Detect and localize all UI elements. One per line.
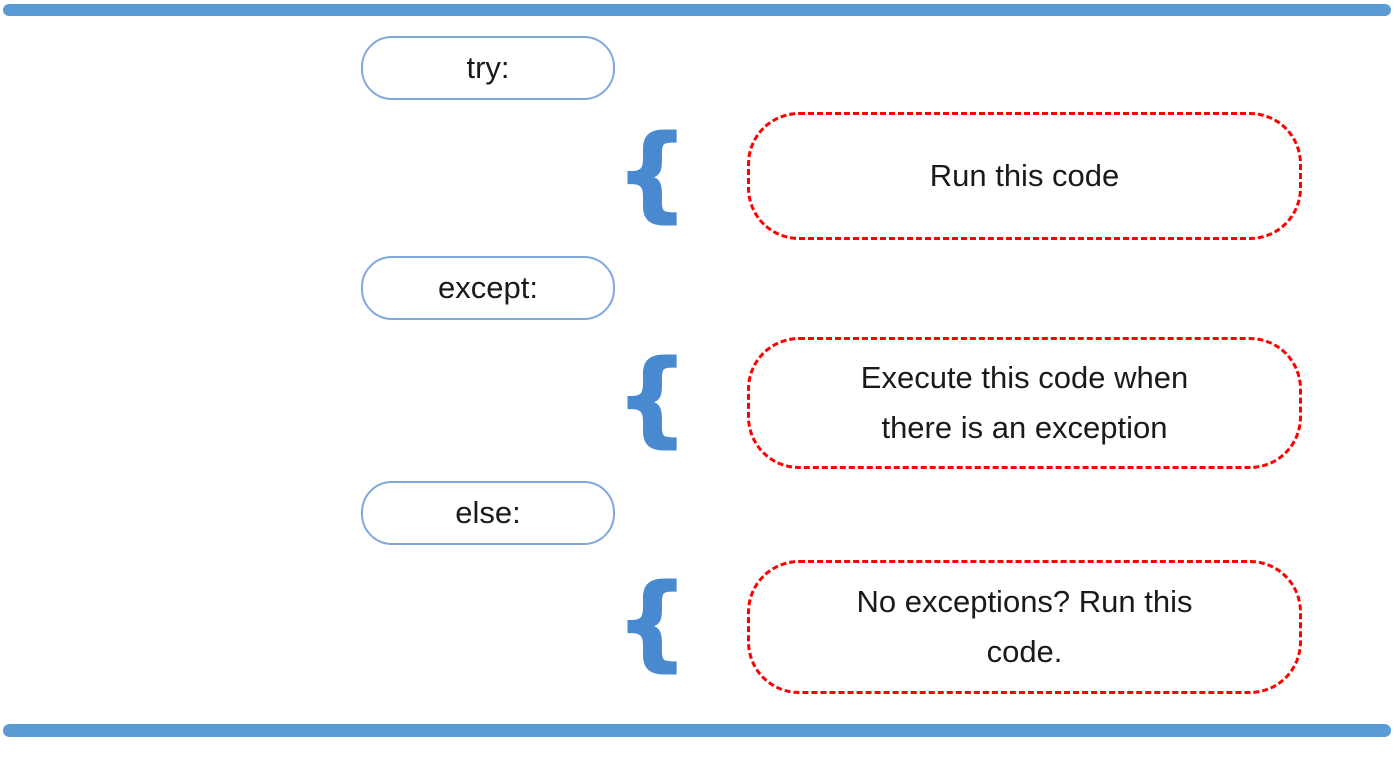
keyword-pill-except: except: bbox=[361, 256, 615, 320]
block-text-line: code. bbox=[986, 634, 1063, 669]
block-text-line: there is an exception bbox=[881, 410, 1168, 445]
code-block-try: Run this code bbox=[747, 112, 1302, 240]
brace-icon: { bbox=[615, 556, 690, 690]
code-block-else: No exceptions? Run this code. bbox=[747, 560, 1302, 694]
code-block-except: Execute this code when there is an excep… bbox=[747, 337, 1302, 469]
block-text-line: Run this code bbox=[929, 158, 1120, 194]
brace-icon: { bbox=[615, 333, 690, 465]
keyword-label-else: else: bbox=[455, 495, 521, 530]
brace-glyph: { bbox=[615, 339, 690, 458]
block-text-line: No exceptions? Run this bbox=[856, 584, 1193, 620]
keyword-label-try: try: bbox=[466, 50, 510, 85]
keyword-pill-else: else: bbox=[361, 481, 615, 545]
keyword-pill-try: try: bbox=[361, 36, 615, 100]
keyword-label-except: except: bbox=[438, 270, 538, 305]
brace-glyph: { bbox=[615, 114, 690, 233]
bottom-divider bbox=[3, 724, 1391, 737]
brace-icon: { bbox=[615, 108, 690, 240]
top-divider bbox=[3, 4, 1391, 16]
brace-glyph: { bbox=[615, 563, 690, 682]
block-text-line: Execute this code when bbox=[860, 360, 1189, 396]
